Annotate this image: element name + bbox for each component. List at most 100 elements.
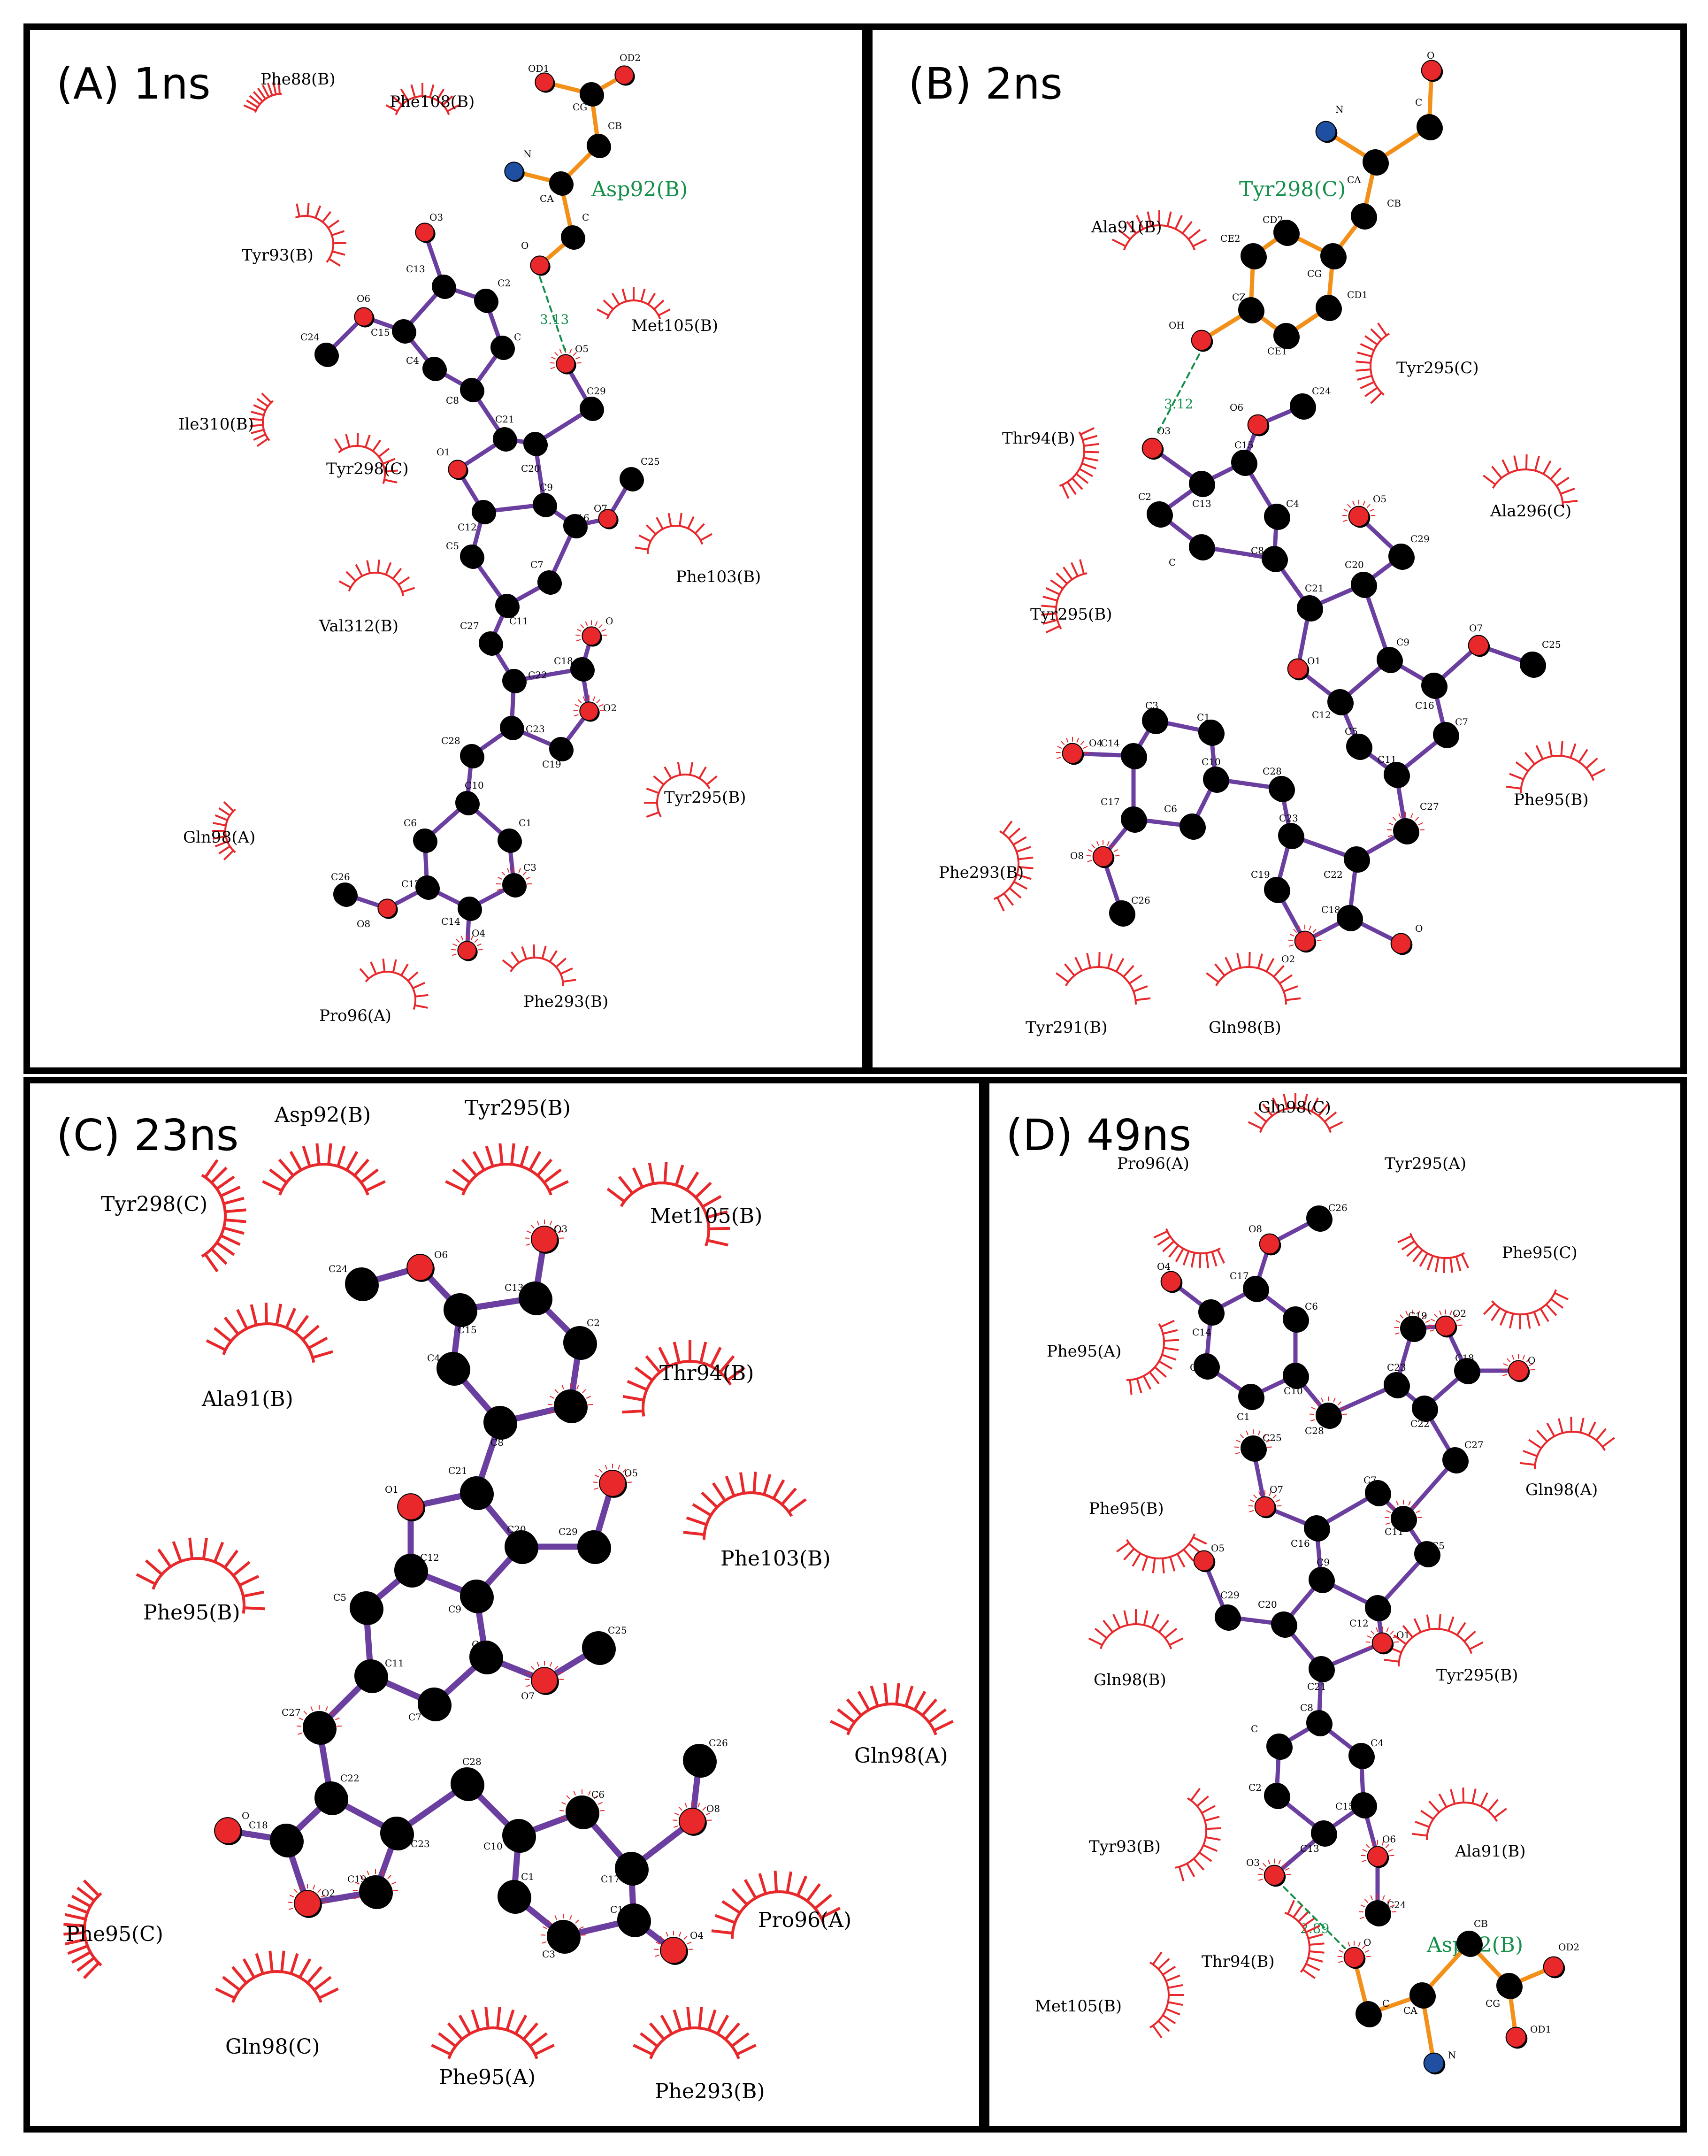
arc-tick [1158, 1360, 1172, 1370]
arc-tick [214, 840, 228, 848]
arc-tick [1190, 1252, 1195, 1268]
residue-label: Tyr295(C) [1396, 359, 1479, 377]
contact-spike [1286, 1873, 1291, 1875]
contact-spike [303, 1711, 307, 1715]
arc-curve [1055, 572, 1088, 629]
arc-tick [359, 968, 370, 980]
arc-tick [64, 1938, 86, 1946]
arc-tick [1190, 1788, 1201, 1801]
arc-tick [136, 1573, 156, 1586]
arc-tick [1149, 1371, 1160, 1385]
arc-tick [225, 1208, 246, 1213]
atom-label: N [1448, 2049, 1456, 2061]
arc-tick [400, 963, 409, 976]
arc-tick [1217, 1249, 1225, 1264]
arc-tick [1157, 1958, 1170, 1970]
atom-label: OD2 [1558, 1941, 1579, 1953]
contact-spike [501, 871, 506, 876]
arc-tick [646, 811, 659, 818]
hydrophobic-contact-arc [243, 81, 282, 113]
arc-tick [255, 1953, 264, 1974]
arc-tick [712, 1482, 726, 1502]
arc-tick [239, 1575, 260, 1587]
contact-spike [684, 1803, 688, 1808]
carbon-atom [1384, 1372, 1409, 1397]
arc-tick [1309, 1950, 1325, 1954]
carbon-atom [483, 1406, 516, 1439]
contact-spike [312, 1885, 315, 1890]
arc-tick [1126, 221, 1137, 234]
arc-tick [1536, 1429, 1548, 1442]
contact-spike [1091, 844, 1095, 849]
arc-tick [796, 1875, 808, 1896]
arc-tick [391, 95, 403, 106]
oxygen-atom [1421, 60, 1442, 81]
contact-spike [1405, 1311, 1408, 1316]
atom-label: C10 [465, 780, 484, 791]
contact-spike [1249, 1510, 1254, 1512]
oxygen-atom [377, 898, 397, 918]
carbon-atom [460, 378, 483, 401]
contact-spike [574, 714, 579, 717]
arc-tick [1152, 2025, 1163, 2039]
residue-label: Tyr291(B) [1026, 1018, 1108, 1037]
arc-tick [1111, 238, 1126, 247]
arc-tick [731, 1888, 748, 1906]
arc-tick [1426, 1614, 1431, 1630]
oxygen-atom [1508, 1360, 1529, 1381]
arc-tick [1515, 761, 1529, 772]
carbon-atom [314, 343, 338, 366]
hydrophobic-contact-arc [622, 1340, 746, 1417]
arc-tick [1287, 1900, 1295, 1915]
arc-tick [1181, 221, 1193, 234]
arc-tick [77, 1957, 95, 1972]
carbon-atom [1241, 243, 1266, 269]
hydrophobic-contact-arc [1116, 1533, 1207, 1573]
arc-tick [249, 95, 260, 105]
arc-tick [529, 2032, 548, 2048]
arc-tick [706, 1210, 728, 1219]
arc-tick [1169, 1637, 1184, 1646]
residue-label: Tyr298(C) [326, 460, 409, 478]
arc-tick [355, 564, 363, 577]
carbon-atom [270, 1824, 303, 1857]
contact-spike [1317, 939, 1322, 941]
contact-spike [622, 1468, 627, 1473]
contact-spike [1278, 1859, 1281, 1864]
contact-spike [288, 1902, 293, 1903]
arc-tick [1523, 1450, 1538, 1457]
atom-label: O1 [385, 1484, 398, 1495]
contact-spike [289, 1895, 294, 1898]
contact-spike [1087, 859, 1092, 862]
arc-tick [1273, 965, 1285, 978]
contact-spike [1259, 1868, 1264, 1871]
atom-label: C16 [1291, 1538, 1310, 1549]
contact-spike [1387, 829, 1392, 831]
arc-tick [243, 104, 256, 112]
contact-spike [705, 1812, 711, 1816]
carbon-atom [498, 1880, 530, 1913]
atom-label: C1 [519, 817, 532, 829]
atom-label: C [1251, 1723, 1258, 1734]
contact-spike [526, 1672, 531, 1675]
contact-spike [1415, 817, 1419, 821]
atom-label: C27 [1464, 1439, 1484, 1450]
arc-tick [337, 1145, 346, 1167]
oxygen-atom [448, 460, 467, 479]
arc-tick [699, 1342, 707, 1363]
atom-label: C5 [1432, 1540, 1445, 1551]
carbon-atom [460, 744, 483, 767]
arc-tick [1123, 965, 1134, 978]
contact-spike [549, 1411, 554, 1413]
contact-spike [1388, 1849, 1393, 1852]
contact-spike [596, 699, 600, 704]
atom-label: C18 [554, 655, 573, 667]
arc-tick [1205, 1253, 1210, 1268]
carbon-atom [1327, 689, 1353, 714]
arc-tick [1601, 1437, 1615, 1448]
oxygen-atom [1193, 1550, 1215, 1572]
arc-tick [384, 479, 398, 483]
atom-label: C14 [1192, 1327, 1211, 1338]
arc-tick [1450, 1789, 1456, 1804]
residue-label: Phe95(A) [1047, 1342, 1121, 1361]
